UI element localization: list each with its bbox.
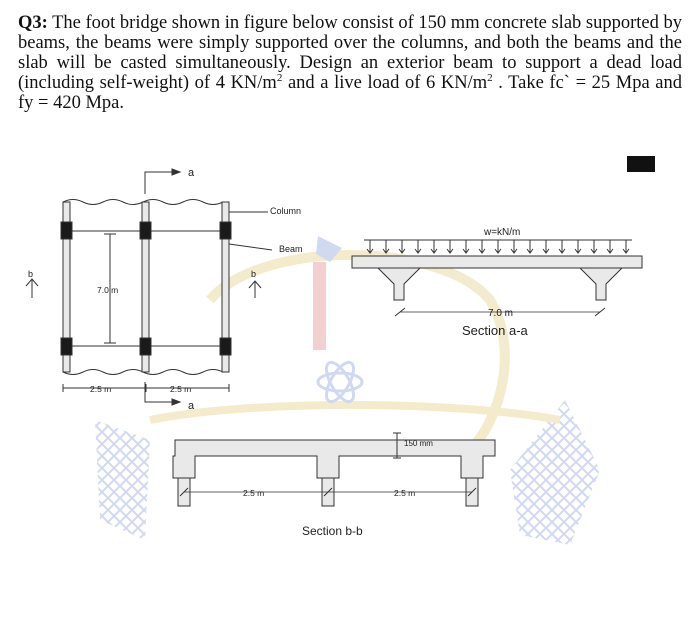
question-part-1: The foot bridge shown in figure below co… — [18, 13, 682, 93]
plan-section-a-bottom: a — [188, 400, 195, 412]
slab-and-beams — [172, 439, 496, 479]
watermark-logo — [95, 236, 600, 545]
load-arrows — [366, 240, 630, 254]
plan-section-a-top: a — [188, 167, 195, 179]
column-icon — [139, 337, 152, 356]
column-icon — [60, 337, 73, 356]
plan-section-b-left: b — [28, 269, 33, 279]
beam-label: Beam — [279, 244, 303, 254]
black-block — [627, 156, 655, 172]
section-aa-title: Section a-a — [462, 323, 529, 338]
plan-length-label: 7.0 m — [97, 285, 118, 295]
column-icon — [139, 221, 152, 240]
column-icon — [219, 337, 232, 356]
section-bb-span-right: 2.5 m — [394, 488, 415, 498]
plan-section-b-right: b — [251, 269, 256, 279]
plan-beam-left — [62, 201, 71, 373]
question-number: Q3: — [18, 13, 48, 33]
plan-span-left: 2.5 m — [90, 384, 111, 394]
superscript-1: 2 — [276, 71, 283, 84]
superscript-2: 2 — [487, 71, 493, 84]
section-bb-title: Section b-b — [302, 524, 363, 538]
section-aa — [351, 239, 643, 317]
section-bb — [172, 432, 496, 507]
question-part-2: and a live load of 6 KN/m — [282, 73, 488, 93]
plan-beam-right — [221, 201, 230, 373]
question-text: Q3: The foot bridge shown in figure belo… — [18, 13, 682, 113]
load-label: w=kN/m — [483, 227, 520, 238]
plan-span-right: 2.5 m — [170, 384, 191, 394]
section-aa-length: 7.0 m — [488, 308, 513, 319]
column-icon — [60, 221, 73, 240]
slab-thickness-label: 150 mm — [404, 439, 433, 448]
column-icon — [219, 221, 232, 240]
section-bb-span-left: 2.5 m — [243, 488, 264, 498]
column-label: Column — [270, 206, 301, 216]
plan-view — [25, 168, 273, 406]
plan-beam-middle — [141, 201, 150, 373]
question-part-3: . Take fc` = 25 Mpa and fy = 420 Mpa. — [18, 73, 682, 113]
